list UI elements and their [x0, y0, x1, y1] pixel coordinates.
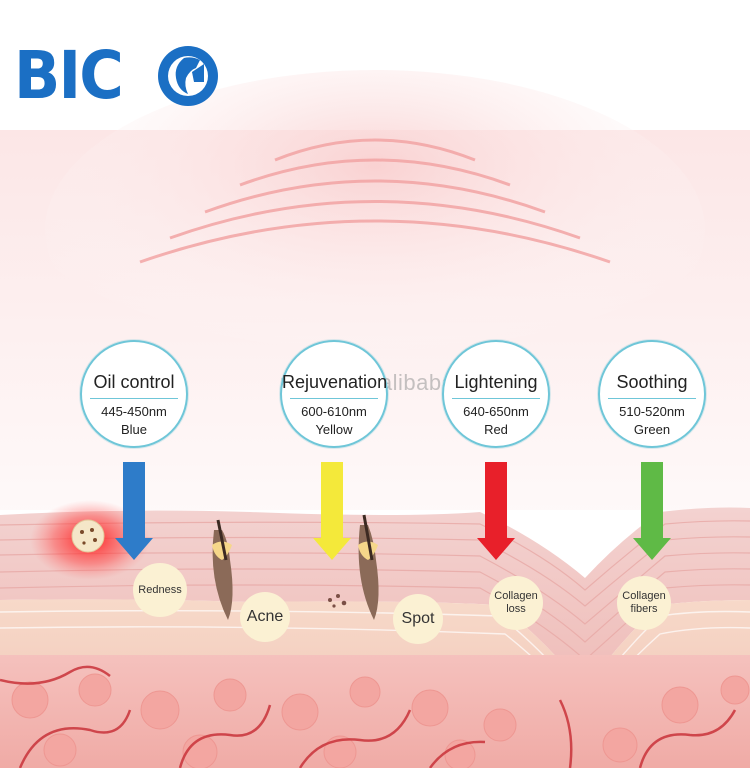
- spot-dots: [328, 594, 347, 608]
- light-glow: [45, 70, 705, 390]
- badge-title: Soothing: [616, 372, 688, 392]
- badge-wavelength: 640-650nm: [463, 404, 529, 419]
- label-spot: Spot: [393, 594, 443, 644]
- badge-wavelength: 445-450nm: [101, 404, 167, 419]
- badge-lightening: Lightening 640-650nm Red: [442, 340, 550, 448]
- badge-color-name: Yellow: [315, 422, 353, 437]
- badge-divider: [608, 398, 696, 399]
- badge-title: Oil control: [93, 372, 175, 392]
- skin-hypodermis: [0, 655, 750, 768]
- badge-color-name: Green: [633, 422, 671, 437]
- arrow-red-icon: [477, 462, 515, 560]
- light-waves: [139, 138, 611, 264]
- badge-soothing: Soothing 510-520nm Green: [598, 340, 706, 448]
- badge-rejuvenation: Rejuvenation 600-610nm Yellow: [280, 340, 388, 448]
- badge-title: Lightening: [454, 372, 538, 392]
- label-collagen-fibers: Collagen fibers: [617, 576, 671, 630]
- hair-follicle-spot-icon: [358, 514, 379, 620]
- badge-oil-control: Oil control 445-450nm Blue: [80, 340, 188, 448]
- badge-divider: [452, 398, 540, 399]
- label-acne: Acne: [240, 592, 290, 642]
- badge-wavelength: 510-520nm: [619, 404, 685, 419]
- badge-divider: [290, 398, 378, 399]
- light-arrows: [115, 462, 671, 560]
- hair-follicle-acne-icon: [212, 519, 233, 620]
- badge-wavelength: 600-610nm: [301, 404, 367, 419]
- badge-title: Rejuvenation: [282, 372, 388, 392]
- logo-mark-icon: [158, 46, 218, 106]
- logo-text: BIC: [14, 37, 124, 114]
- label-collagen-loss: Collagen loss: [489, 576, 543, 630]
- badge-color-name: Blue: [120, 422, 148, 437]
- badge-color-name: Red: [484, 422, 508, 437]
- label-redness: Redness: [133, 563, 187, 617]
- arrow-yellow-icon: [313, 462, 351, 560]
- skin-cells: [11, 673, 750, 768]
- arrow-blue-icon: [115, 462, 153, 560]
- skin-dermis: [0, 599, 750, 690]
- pimple-icon: [71, 519, 105, 553]
- arrow-green-icon: [633, 462, 671, 560]
- brand-logo: BIC: [14, 37, 218, 114]
- badge-divider: [90, 398, 178, 399]
- blood-vessels: [0, 665, 737, 768]
